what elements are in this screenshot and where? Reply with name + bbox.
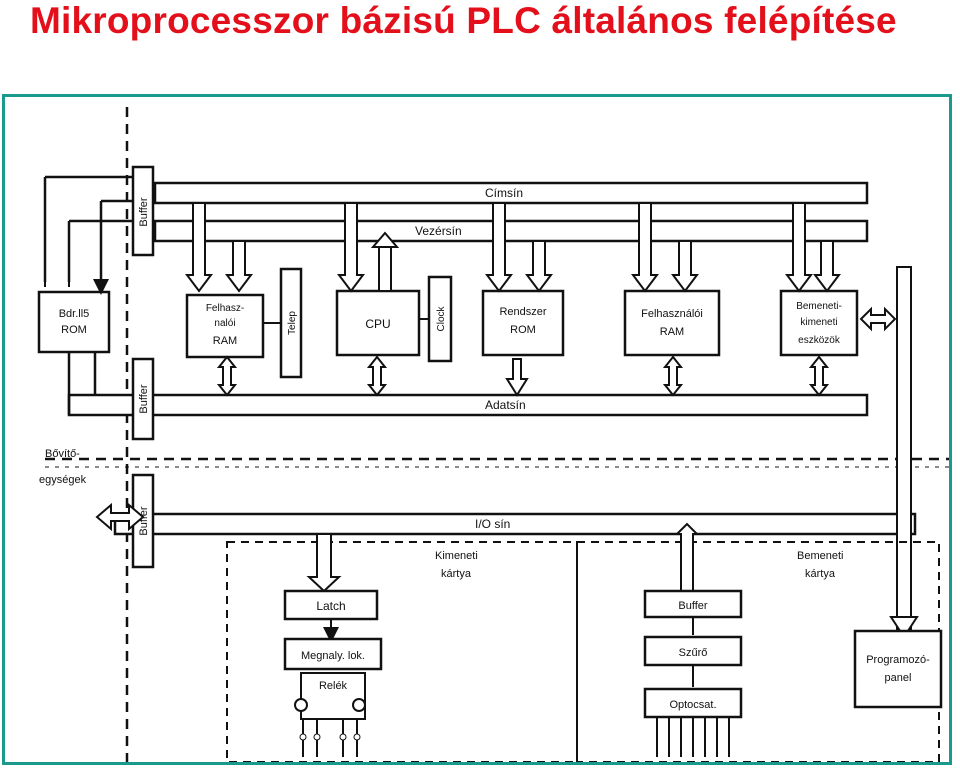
data-bus: Adatsín: [67, 393, 869, 417]
cpu-block: CPU: [335, 289, 421, 357]
buffer-top: Buffer: [131, 165, 155, 257]
bus-arrows: [185, 202, 841, 293]
output-card-label-1: Kimeneti: [435, 550, 478, 562]
output-card-label-2: kártya: [441, 568, 472, 580]
svg-text:Felhasz-: Felhasz-: [206, 303, 244, 314]
relays-block: Relék: [294, 672, 366, 757]
magnetic-block: Megnaly. lok.: [283, 637, 383, 671]
svg-text:Buffer: Buffer: [138, 197, 150, 226]
output-card-region: [226, 541, 578, 762]
io-bus-label: I/O sín: [475, 517, 510, 531]
input-card-label-1: Bemeneti: [797, 550, 843, 562]
buffer-mid: Buffer: [131, 357, 155, 441]
svg-text:eszközök: eszközök: [798, 335, 841, 346]
svg-text:Latch: Latch: [316, 599, 345, 613]
data-bus-label: Adatsín: [485, 398, 526, 412]
data-bus-arrows: [95, 306, 897, 532]
plc-block-diagram: Címsín Vezérsín Adatsín I/O sín Buffer B…: [37, 107, 949, 762]
svg-text:Rendszer: Rendszer: [499, 306, 546, 318]
svg-text:Bdr.ll5: Bdr.ll5: [59, 308, 90, 320]
input-card-label-2: kártya: [805, 568, 836, 580]
optocoupler-block: Optocsat.: [643, 687, 743, 757]
expansion-label-1: Bővítő-: [45, 448, 80, 460]
page-title: Mikroprocesszor bázisú PLC általános fel…: [30, 0, 897, 41]
svg-text:Clock: Clock: [436, 306, 447, 332]
selector-block: Szűrő: [643, 635, 743, 667]
svg-text:nalói: nalói: [214, 318, 235, 329]
svg-text:RAM: RAM: [660, 326, 684, 338]
user-ram-right-block: Felhasználói RAM: [623, 289, 721, 357]
system-rom-block: Rendszer ROM: [481, 289, 565, 357]
fixed-rom-block: Bdr.ll5 ROM: [37, 290, 111, 354]
io-devices-block: Bemeneti- kimeneti eszközök: [779, 289, 859, 357]
programmer-panel-block: Programozó- panel: [853, 629, 943, 709]
control-bus-label: Vezérsín: [415, 224, 462, 238]
svg-text:kimeneti: kimeneti: [800, 317, 837, 328]
input-card-region: [576, 541, 940, 762]
svg-text:ROM: ROM: [61, 324, 87, 336]
svg-text:Optocsat.: Optocsat.: [669, 699, 716, 711]
svg-text:Buffer: Buffer: [138, 506, 150, 535]
control-bus: Vezérsín: [153, 219, 869, 243]
diagram-frame: Címsín Vezérsín Adatsín I/O sín Buffer B…: [2, 94, 952, 765]
svg-text:ROM: ROM: [510, 324, 536, 336]
clock-block: Clock: [427, 275, 453, 363]
address-bus-label: Címsín: [485, 186, 523, 200]
svg-text:CPU: CPU: [365, 317, 390, 331]
svg-text:Telep: Telep: [287, 311, 298, 335]
svg-text:Relék: Relék: [319, 680, 348, 692]
svg-text:Buffer: Buffer: [678, 600, 707, 612]
svg-text:panel: panel: [885, 672, 912, 684]
svg-text:RAM: RAM: [213, 335, 237, 347]
svg-text:Programozó-: Programozó-: [866, 654, 930, 666]
svg-text:Bemeneti-: Bemeneti-: [796, 301, 842, 312]
svg-text:Buffer: Buffer: [138, 384, 150, 413]
svg-text:Felhasználói: Felhasználói: [641, 308, 703, 320]
expansion-label-2: egységek: [39, 474, 87, 486]
battery-block: Telep: [279, 267, 303, 379]
io-bus: I/O sín: [113, 512, 917, 536]
address-bus: Címsín: [153, 181, 869, 205]
svg-text:Megnaly. lok.: Megnaly. lok.: [301, 650, 365, 662]
latch-block: Latch: [283, 589, 379, 621]
input-buffer-block: Buffer: [643, 589, 743, 619]
svg-text:Szűrő: Szűrő: [679, 647, 708, 659]
user-ram-left-block: Felhasz- nalói RAM: [185, 293, 265, 359]
